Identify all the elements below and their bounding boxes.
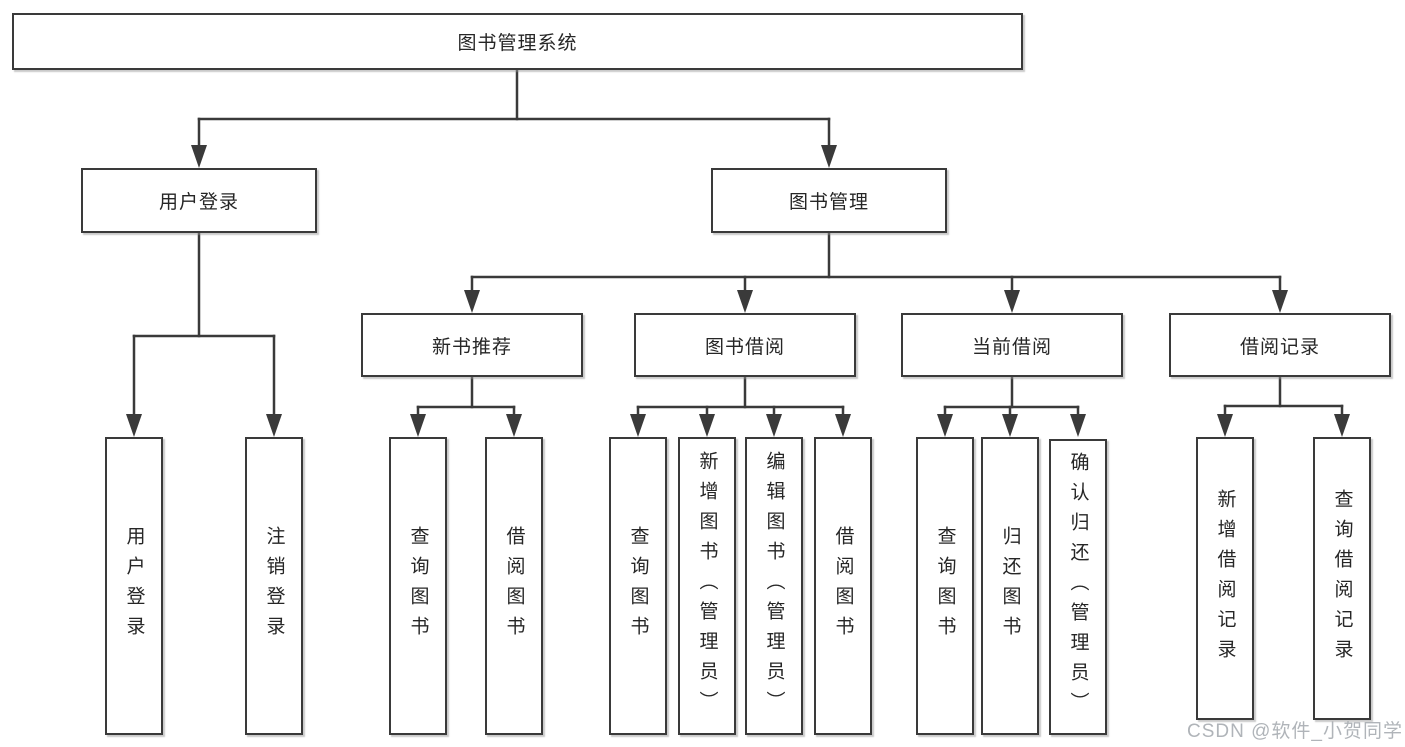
node-leaf-add-borrow-record: 新增借阅记录: [1196, 437, 1254, 720]
node-leaf-user-login: 用户登录: [105, 437, 163, 735]
node-leaf-add-books-admin: 新增图书（管理员）: [678, 437, 736, 735]
node-book-borrow: 图书借阅: [634, 313, 856, 377]
current-borrow-connector: [937, 375, 1086, 437]
node-borrow-record: 借阅记录: [1169, 313, 1391, 377]
node-current-borrow: 当前借阅: [901, 313, 1123, 377]
node-user-login: 用户登录: [81, 168, 317, 233]
node-leaf-confirm-return-admin: 确认归还（管理员）: [1049, 439, 1107, 735]
node-leaf-return-books: 归还图书: [981, 437, 1039, 735]
node-leaf-borrow-books: 借阅图书: [814, 437, 872, 735]
root-connector: [191, 68, 837, 168]
csdn-watermark: CSDN @软件_小贺同学: [1187, 721, 1403, 742]
node-leaf-edit-books-admin: 编辑图书（管理员）: [745, 437, 803, 735]
node-leaf-borrow-books-recommend: 借阅图书: [485, 437, 543, 735]
book-management-connector: [464, 231, 1288, 313]
node-leaf-search-books-borrow: 查询图书: [609, 437, 667, 735]
user-login-connector: [126, 231, 282, 437]
node-new-book-recommend: 新书推荐: [361, 313, 583, 377]
node-book-management: 图书管理: [711, 168, 947, 233]
book-borrow-connector: [630, 375, 851, 437]
node-leaf-logout-login: 注销登录: [245, 437, 303, 735]
new-book-recommend-connector: [410, 375, 522, 437]
node-leaf-search-borrow-record: 查询借阅记录: [1313, 437, 1371, 720]
node-root-library-system: 图书管理系统: [12, 13, 1023, 70]
borrow-record-connector: [1217, 375, 1350, 437]
node-leaf-search-books-recommend: 查询图书: [389, 437, 447, 735]
node-leaf-search-books-current: 查询图书: [916, 437, 974, 735]
